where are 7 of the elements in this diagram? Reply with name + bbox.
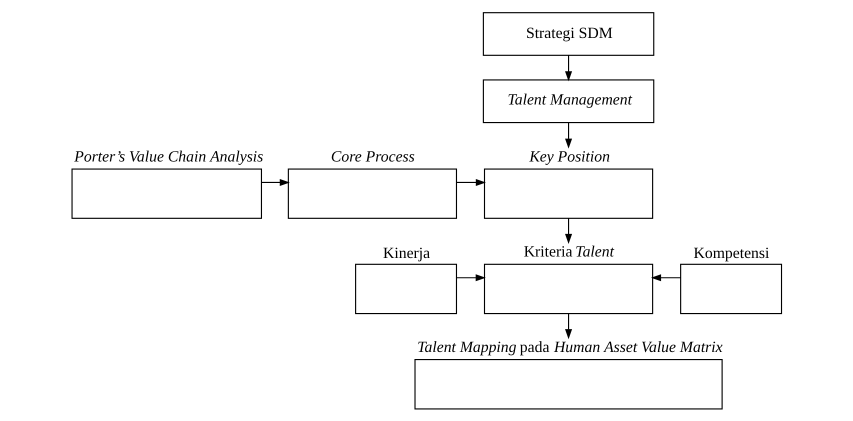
- node-label: Porter’s Value Chain Analysis: [74, 148, 264, 166]
- node-label: Key Position: [529, 148, 610, 166]
- node-label: Core Process: [330, 148, 415, 166]
- node-label: Kriteria Talent: [524, 244, 614, 261]
- node-label: Talent Mapping pada Human Asset Value Matrix: [417, 338, 723, 356]
- node-label: Kinerja: [383, 244, 430, 262]
- node-label: Kompetensi: [694, 244, 770, 262]
